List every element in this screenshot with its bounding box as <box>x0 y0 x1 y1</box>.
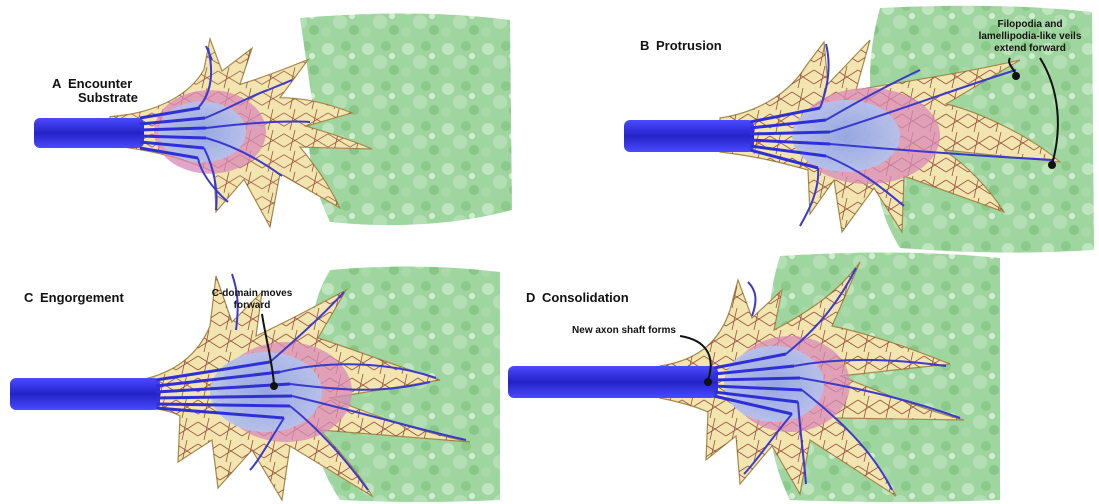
panel-b-note-line-2: lamellipodia-like veils <box>979 31 1082 42</box>
panel-a-title-line-2: Substrate <box>78 90 138 105</box>
panel-b-title: Protrusion <box>656 38 722 53</box>
panel-d-letter: D <box>526 290 535 305</box>
panel-c: C Engorgement C-domain moves forward <box>10 266 500 502</box>
panel-c-note-line-1: C-domain moves <box>212 288 293 299</box>
panel-c-title: Engorgement <box>40 290 124 305</box>
panel-c-note-line-2: forward <box>234 300 271 311</box>
panel-a-letter: A <box>52 76 62 91</box>
panel-c-letter: C <box>24 290 34 305</box>
panel-d: D Consolidation New axon shaft forms <box>508 252 1000 502</box>
panel-d-title: Consolidation <box>542 290 629 305</box>
panel-b-pointer-dot-1 <box>1012 72 1020 80</box>
panel-b-pointer-dot-2 <box>1048 161 1056 169</box>
panel-d-pointer-dot <box>704 378 712 386</box>
panel-c-pointer-dot <box>270 382 278 390</box>
panel-d-note-line-1: New axon shaft forms <box>572 325 676 336</box>
panel-b-note-line-1: Filopodia and <box>998 19 1063 30</box>
panel-a-title-line-1: Encounter <box>68 76 132 91</box>
panel-b-letter: B <box>640 38 649 53</box>
panel-b-note-line-3: extend forward <box>994 43 1066 54</box>
panel-a: A Encounter Substrate <box>34 13 512 226</box>
panel-b: B Protrusion Filopodia and lamellipodia-… <box>624 6 1094 253</box>
